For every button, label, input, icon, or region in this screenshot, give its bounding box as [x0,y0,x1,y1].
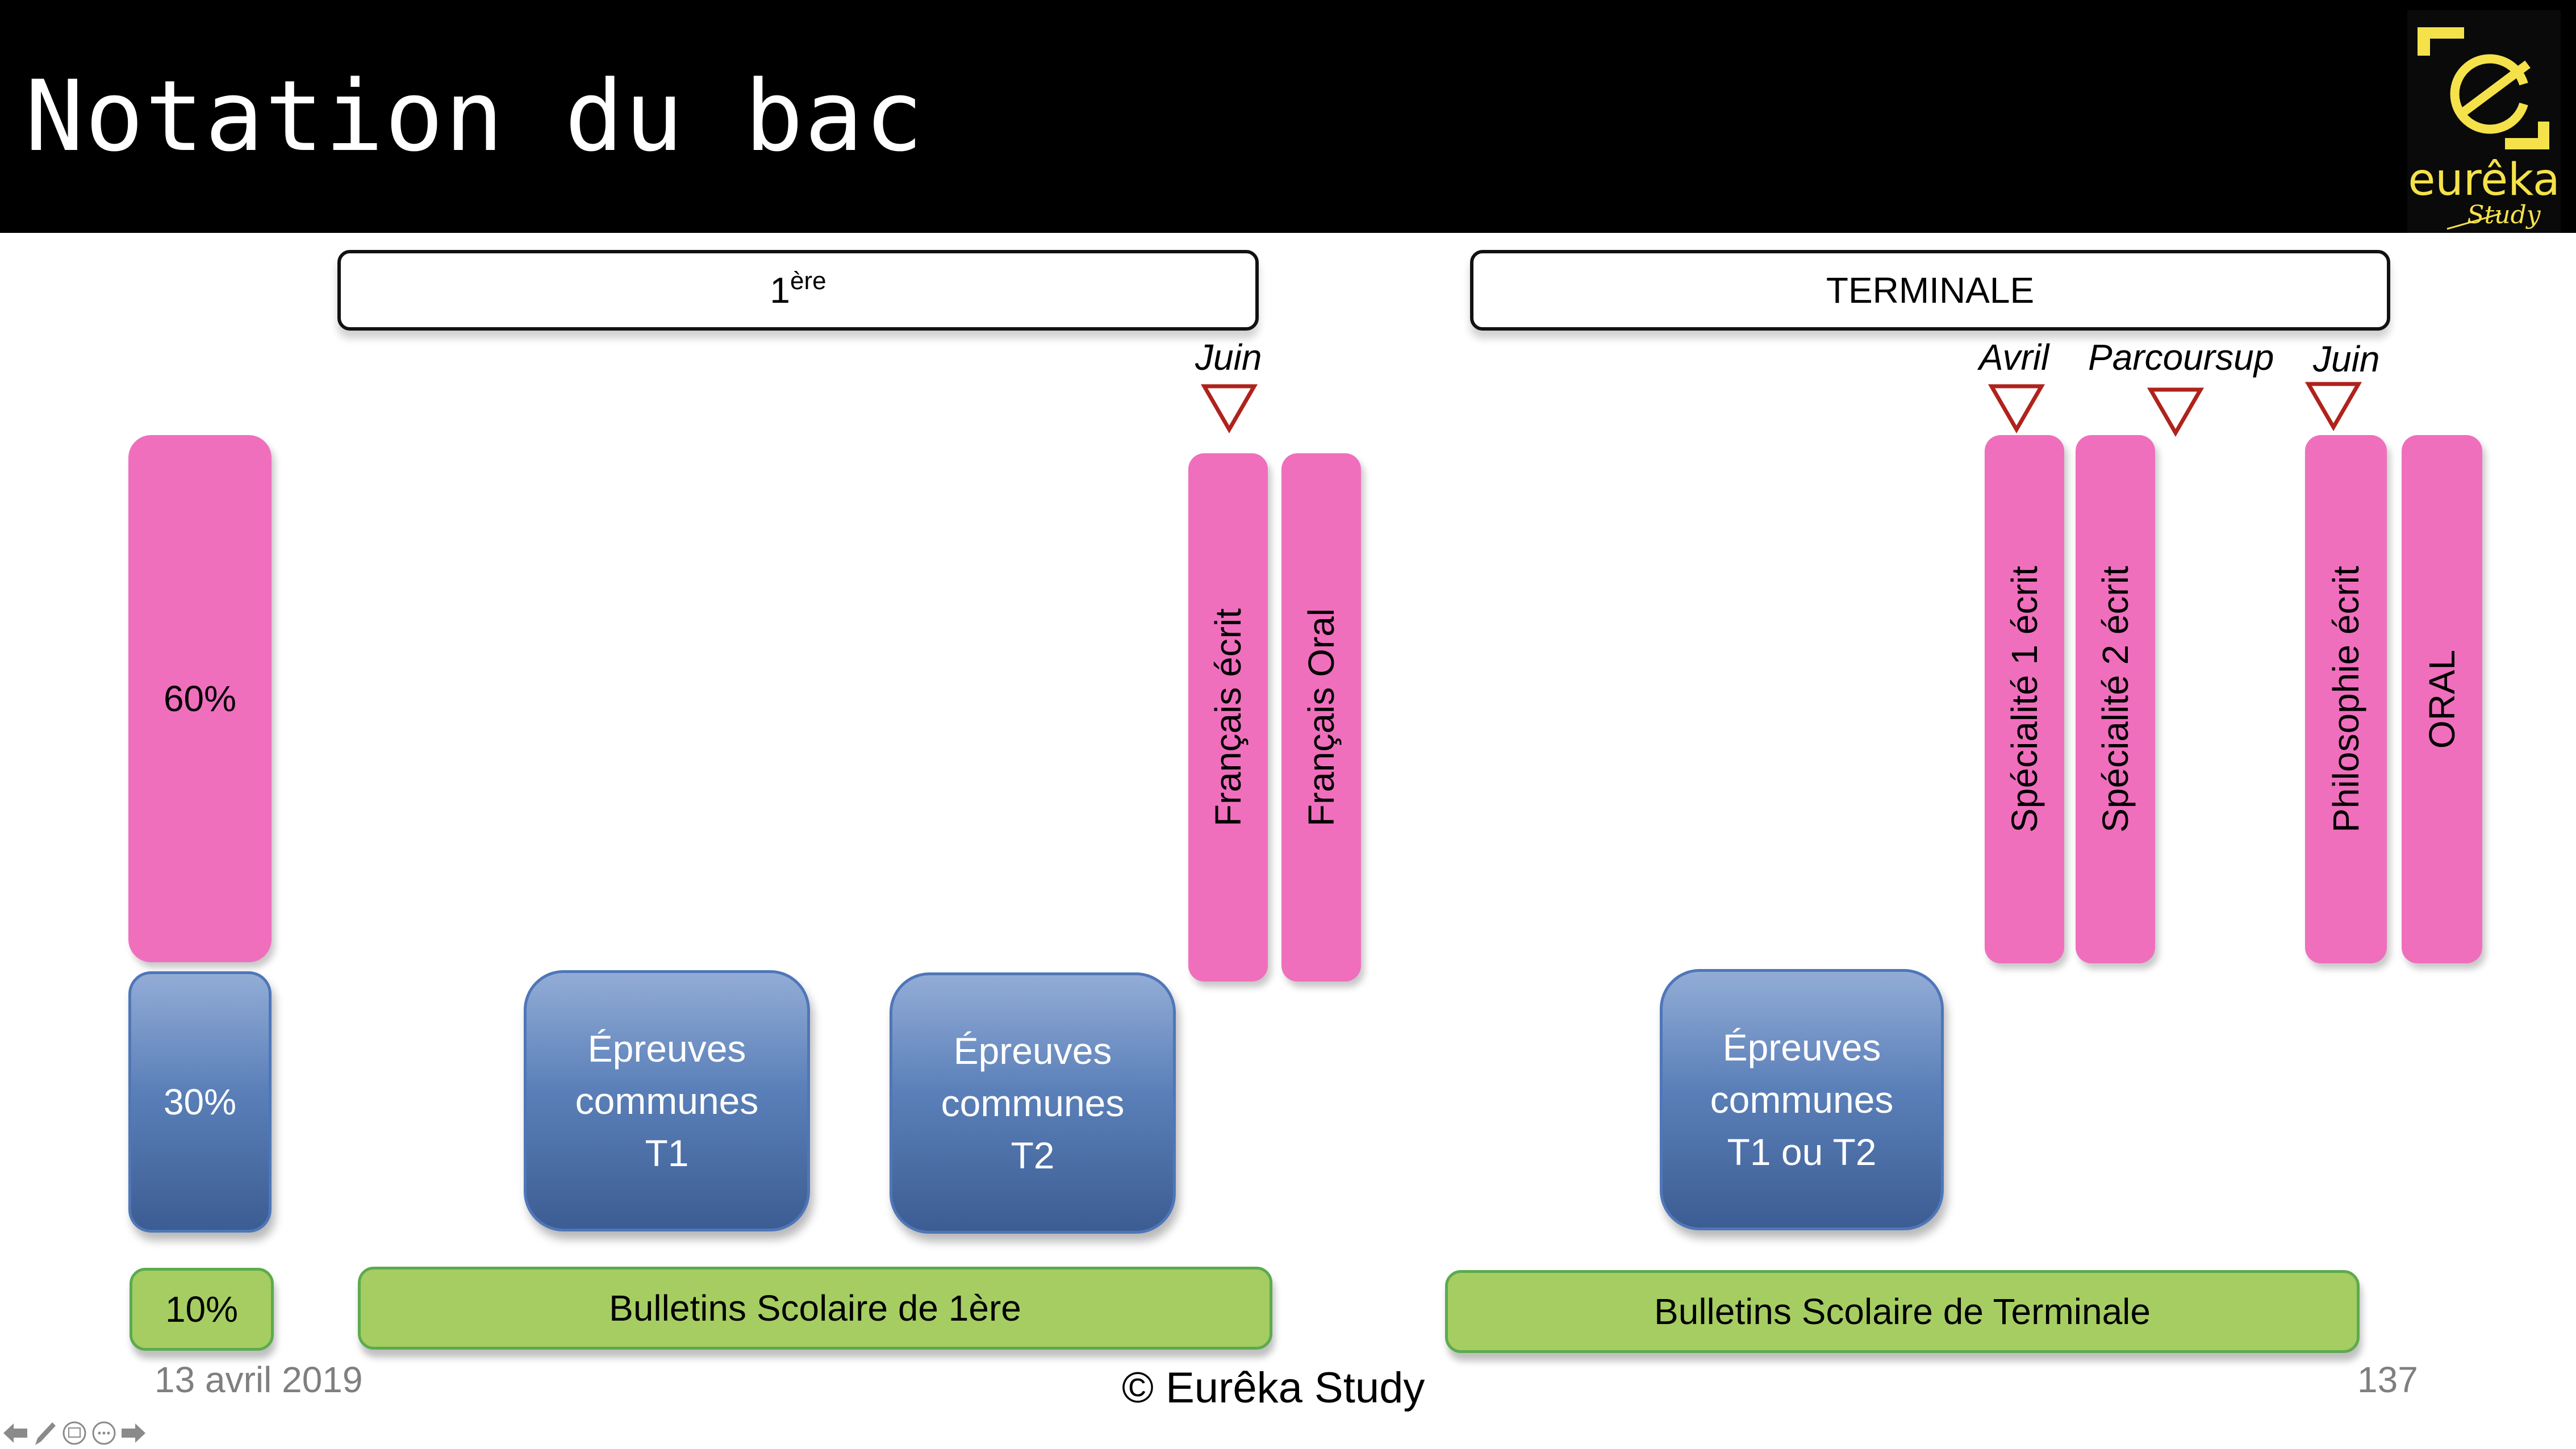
report-card-terminale: Bulletins Scolaire de Terminale [1445,1270,2360,1353]
common-test-t1-ou-t2: Épreuves communes T1 ou T2 [1660,969,1944,1230]
common-test-t1-ou-t2-line1: Épreuves [1722,1026,1881,1068]
exam-francais-ecrit-label: Français écrit [1208,608,1249,827]
weight-10-label: 10% [165,1289,239,1330]
exam-specialite-1-label: Spécialité 1 écrit [2004,566,2045,833]
period-terminale: TERMINALE [1470,250,2390,331]
weight-60-label: 60% [163,678,237,719]
logo-word: eurêka [2408,154,2560,206]
slide-header: Notation du bac eurêka Study [0,0,2576,233]
weight-30-label: 30% [163,1081,237,1122]
marker-label-juin-terminale: Juin [2313,339,2380,379]
period-premiere-sup: ère [790,267,826,295]
footer-copyright: © Eurêka Study [1122,1364,1425,1412]
exam-specialite-1: Spécialité 1 écrit [1985,435,2064,963]
marker-label-avril: Avril [1979,337,2049,378]
weight-30-block: 30% [128,971,272,1233]
common-test-t1-line1: Épreuves [587,1028,746,1070]
common-test-t1: Épreuves communes T1 [524,970,810,1231]
eureka-study-logo: eurêka Study [2407,10,2561,233]
triangle-marker-icon [1988,384,2045,433]
exam-specialite-2-label: Spécialité 2 écrit [2095,566,2136,833]
more-options-icon[interactable] [91,1420,117,1446]
period-terminale-label: TERMINALE [1826,270,2035,311]
marker-label-parcoursup: Parcoursup [2088,337,2274,378]
footer-date: 13 avril 2019 [155,1359,363,1400]
common-test-t1-line2: communes [575,1080,759,1122]
weight-60-block: 60% [128,435,272,962]
exam-specialite-2: Spécialité 2 écrit [2076,435,2155,963]
marker-label-juin-premiere: Juin [1195,337,1262,378]
common-test-t2-line3: T2 [1011,1134,1055,1176]
previous-slide-icon[interactable] [2,1420,28,1446]
common-test-t1-line3: T1 [645,1132,689,1174]
common-test-t1-ou-t2-line3: T1 ou T2 [1727,1131,1877,1173]
exam-francais-oral: Français Oral [1281,453,1361,982]
common-test-t1-ou-t2-line2: communes [1710,1079,1894,1121]
report-card-premiere-label: Bulletins Scolaire de 1ère [609,1288,1021,1329]
pen-icon[interactable] [32,1420,58,1446]
eureka-logo-icon: eurêka Study [2408,27,2560,230]
triangle-marker-icon [1200,384,1258,433]
exam-philosophie: Philosophie écrit [2305,435,2387,963]
weight-10-block: 10% [130,1268,274,1351]
exam-francais-ecrit: Français écrit [1188,453,1268,982]
exam-oral-label: ORAL [2421,649,2462,749]
exam-philosophie-label: Philosophie écrit [2326,566,2366,833]
exam-francais-oral-label: Français Oral [1301,608,1342,827]
period-premiere-label: 1 [770,270,790,311]
triangle-marker-icon [2304,382,2362,431]
report-card-terminale-label: Bulletins Scolaire de Terminale [1654,1291,2151,1332]
report-card-premiere: Bulletins Scolaire de 1ère [358,1267,1272,1350]
slide-title: Notation du bac [25,59,925,173]
common-test-t2: Épreuves communes T2 [890,972,1176,1234]
logo-script: Study [2467,201,2541,229]
next-slide-icon[interactable] [120,1420,147,1446]
slideshow-toolbar [2,1420,147,1446]
triangle-marker-icon [2147,387,2205,437]
common-test-t2-line2: communes [941,1082,1125,1124]
slide-number: 137 [2357,1359,2418,1400]
common-test-t2-line1: Épreuves [953,1030,1112,1072]
exam-oral: ORAL [2402,435,2482,963]
slide-view-icon[interactable] [61,1420,87,1446]
